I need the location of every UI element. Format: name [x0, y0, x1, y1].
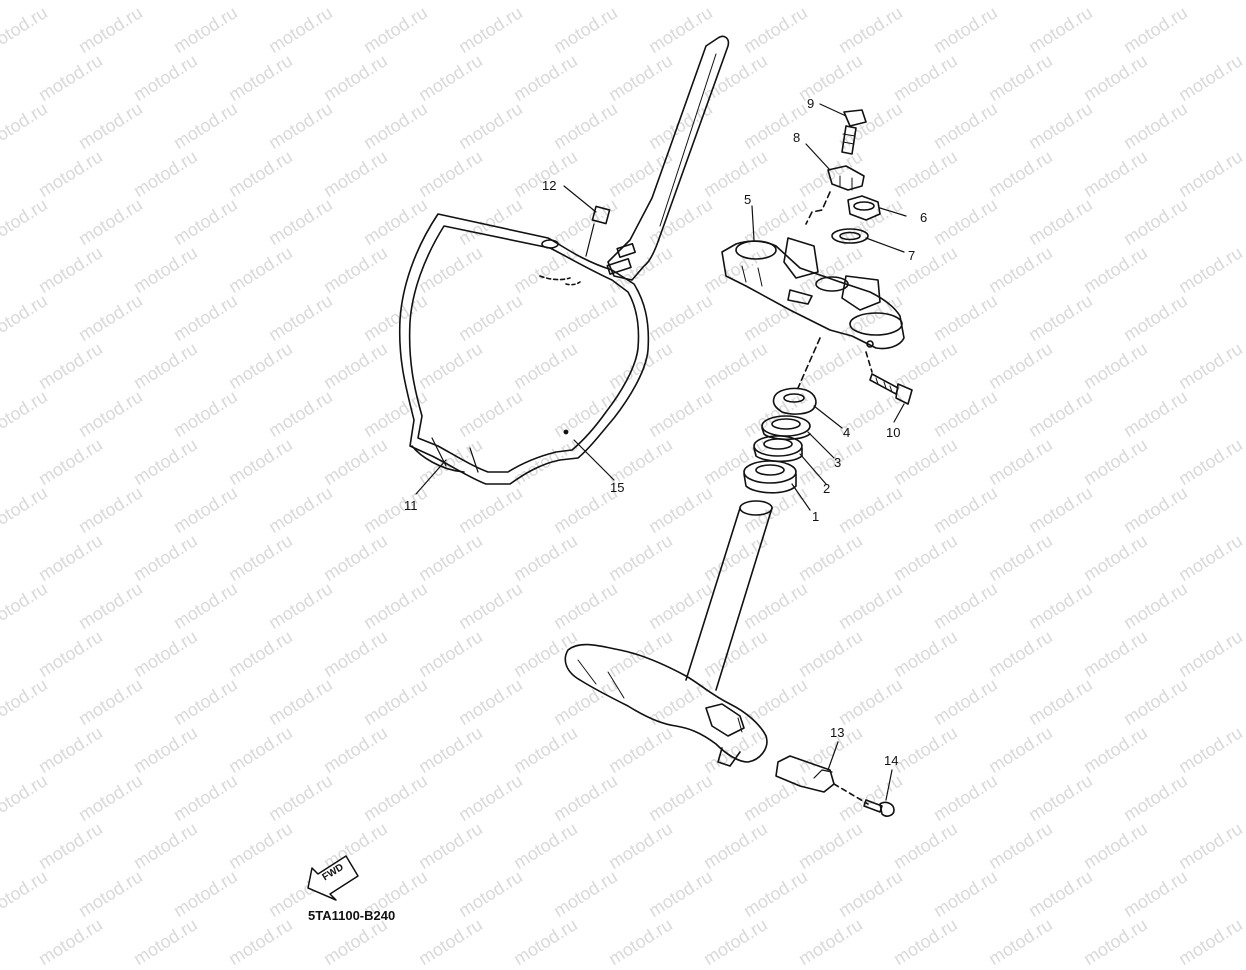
parts-drawing: [307, 35, 913, 901]
callout-4: 4: [843, 425, 851, 440]
nut-6: [847, 195, 881, 221]
bearing-2: [753, 435, 803, 463]
bolt-14: [863, 799, 895, 817]
part-code: 5TA1100-B240: [308, 908, 396, 923]
number-plate: [398, 35, 730, 485]
bearing-1: [743, 460, 797, 494]
washer-7: [831, 228, 869, 244]
under-bracket: [564, 500, 773, 767]
callout-1: 1: [812, 509, 820, 524]
callout-9: 9: [807, 96, 815, 111]
callout-8: 8: [793, 130, 801, 145]
callout-12: 12: [542, 178, 557, 193]
callout-5: 5: [744, 192, 752, 207]
callout-2: 2: [823, 481, 831, 496]
upper-bracket: [721, 237, 905, 350]
ring-nut-4: [772, 387, 817, 415]
callout-7: 7: [908, 248, 916, 263]
callout-6: 6: [920, 210, 928, 225]
callout-14: 14: [884, 753, 899, 768]
clamp-8: [805, 165, 865, 225]
callout-15: 15: [610, 480, 625, 495]
callout-10: 10: [886, 425, 901, 440]
callout-13: 13: [830, 725, 845, 740]
stem-axis-upper: [797, 337, 821, 389]
callout-11: 11: [404, 498, 418, 513]
callout-3: 3: [834, 455, 842, 470]
leader-lines: [415, 103, 907, 801]
fwd-arrow-icon: [307, 855, 359, 901]
clamp-13: [775, 755, 869, 805]
bolt-10: [865, 351, 913, 405]
bolt-9: [841, 109, 867, 155]
